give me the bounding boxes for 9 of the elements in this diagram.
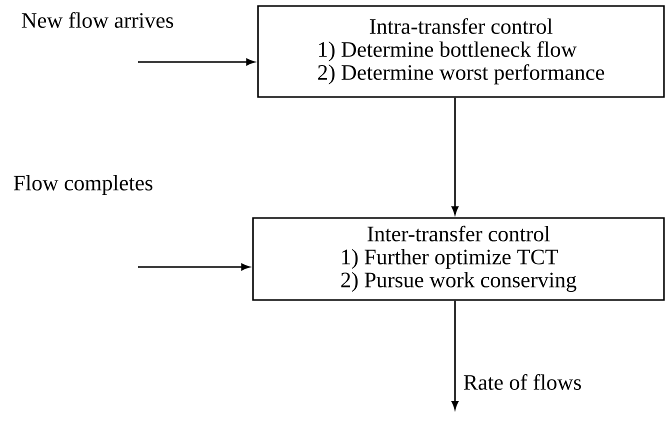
- edge-label: Flow completes: [14, 175, 152, 195]
- process-box: Intra-transfer control 1) Determine bottleneck flow 2) Determine worst performance: [257, 5, 665, 98]
- edge-label: Rate of flows: [464, 374, 581, 390]
- process-box: Inter-transfer control 1) Further optimize TCT 2) Pursue work conserving: [252, 217, 665, 301]
- arrow: [452, 98, 458, 215]
- arrow: [138, 58, 255, 66]
- arrow: [138, 264, 250, 270]
- edge-label: New flow arrives: [22, 12, 174, 28]
- arrow: [452, 300, 458, 410]
